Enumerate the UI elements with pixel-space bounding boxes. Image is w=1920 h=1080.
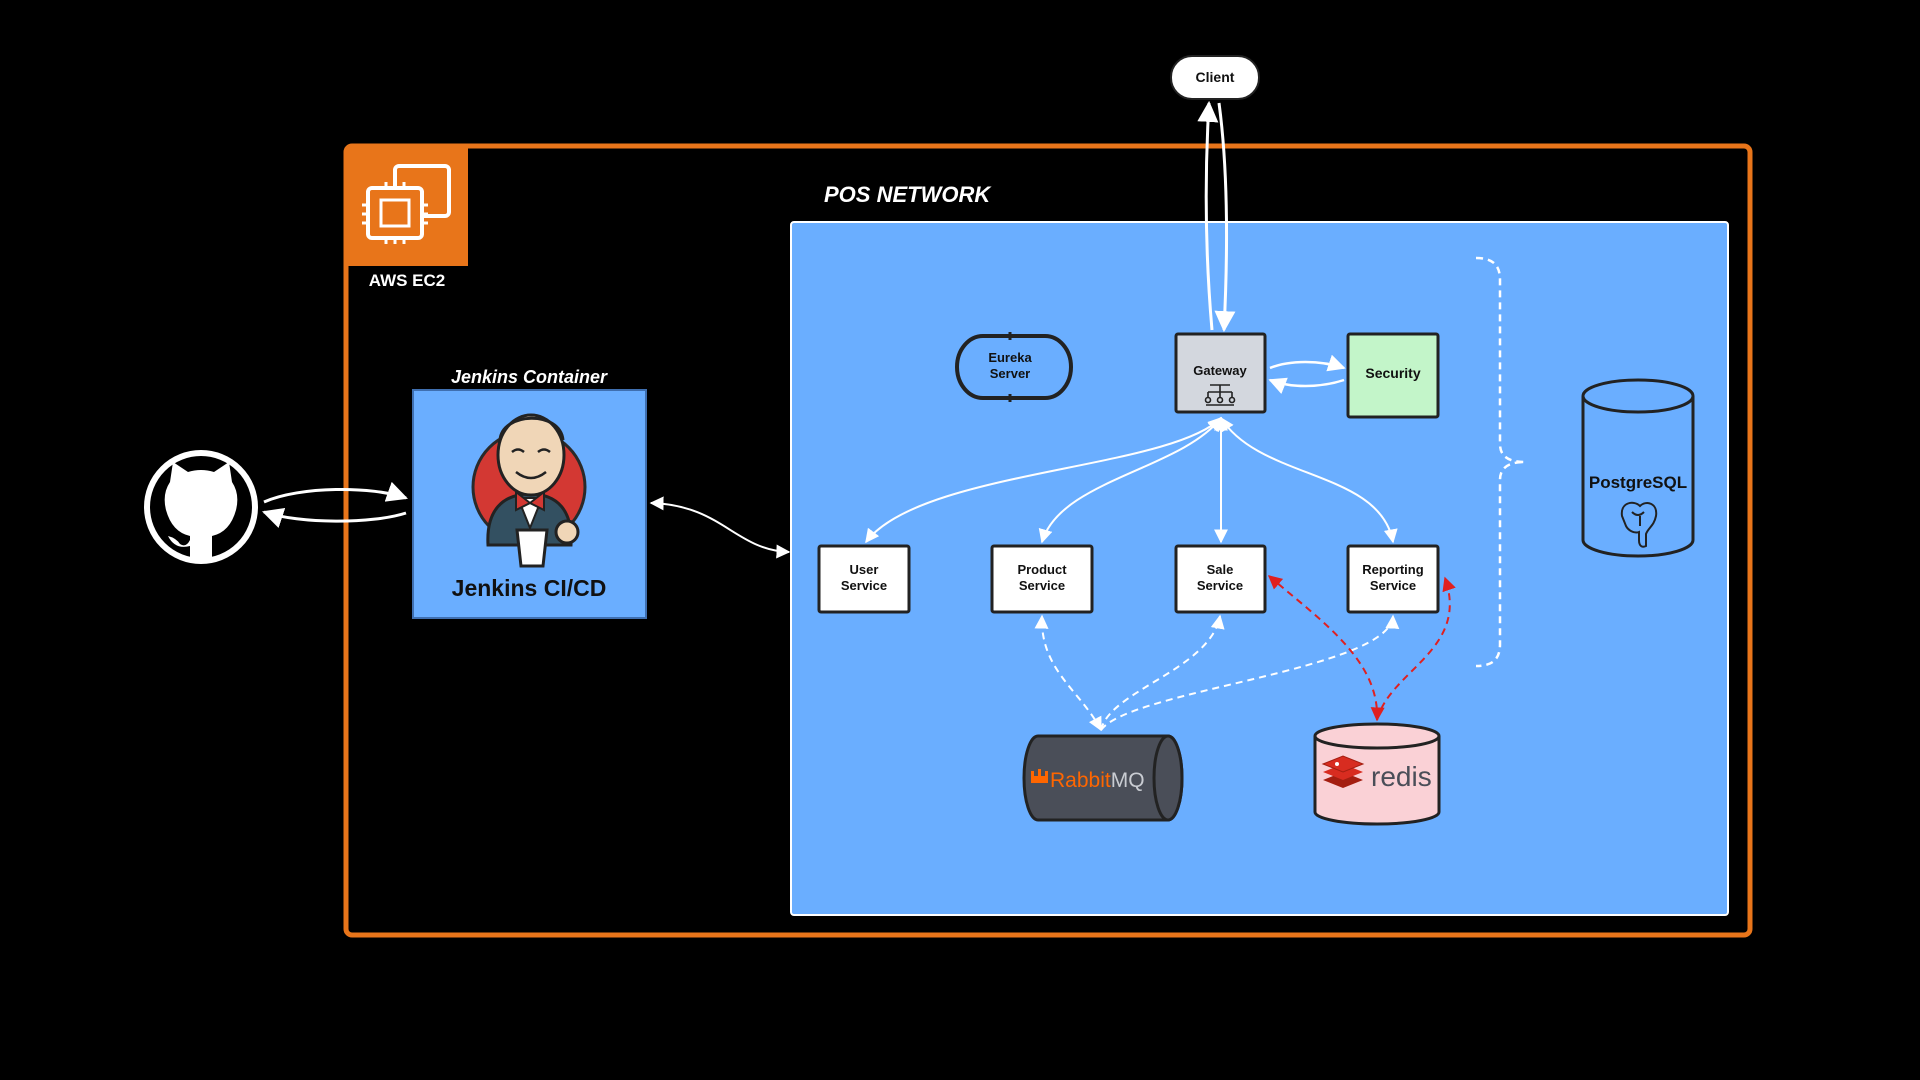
- client-node[interactable]: [1170, 55, 1260, 100]
- rabbitmq-label-a: Rabbit: [1050, 769, 1111, 792]
- reporting-service-node[interactable]: Reporting Service: [1346, 544, 1440, 614]
- eureka-label-line2: Server: [990, 366, 1030, 381]
- rabbitmq-queue[interactable]: [1022, 734, 1184, 822]
- github-jenkins-sync-arrows: [262, 481, 408, 528]
- aws-ec2-frame: [343, 143, 1753, 938]
- postgresql-database[interactable]: [1581, 378, 1695, 558]
- jenkins-network-arrow: [649, 496, 791, 559]
- rabbitmq-label: RabbitMQ: [1050, 769, 1145, 792]
- user-service-line1: User: [850, 562, 879, 577]
- sale-service-line2: Service: [1197, 578, 1243, 593]
- sale-service-line1: Sale: [1207, 562, 1234, 577]
- postgresql-label: PostgreSQL: [1589, 473, 1687, 492]
- gateway-node[interactable]: [1174, 332, 1267, 414]
- product-service-line2: Service: [1019, 578, 1065, 593]
- aws-ec2-label: AWS EC2: [369, 271, 446, 290]
- jenkins-butler-icon: [471, 413, 587, 568]
- eureka-label-line1: Eureka: [988, 350, 1032, 365]
- jenkins-container-title: Jenkins Container: [451, 367, 608, 387]
- user-service-line2: Service: [841, 578, 887, 593]
- reporting-service-line1: Reporting: [1362, 562, 1423, 577]
- product-service-node[interactable]: Product Service: [990, 544, 1094, 614]
- redis-service-arrows: [1267, 575, 1456, 722]
- security-to-gateway-arrow: [1268, 377, 1345, 394]
- gateway-network-icon: [1204, 384, 1236, 406]
- gateway-to-client-arrow: [1197, 100, 1219, 331]
- security-label: Security: [1365, 365, 1420, 381]
- github-octocat-icon[interactable]: [144, 450, 258, 564]
- product-service-line1: Product: [1017, 562, 1067, 577]
- database-group-brace: [1475, 256, 1526, 668]
- redis-logo-icon: [1321, 755, 1365, 788]
- pos-network-title: POS NETWORK: [824, 182, 992, 207]
- postgresql-elephant-icon: [1620, 501, 1658, 548]
- user-service-node[interactable]: User Service: [817, 544, 911, 614]
- rabbitmq-logo-icon: [1031, 769, 1048, 783]
- reporting-service-line2: Service: [1370, 578, 1416, 593]
- gateway-to-security-arrow: [1269, 354, 1346, 372]
- client-to-gateway-arrow: [1214, 102, 1236, 333]
- redis-label: redis: [1371, 761, 1432, 792]
- aws-ec2-icon: [348, 148, 468, 266]
- gateway-service-arrows: [865, 416, 1398, 544]
- rabbitmq-label-b: MQ: [1111, 769, 1145, 792]
- client-label: Client: [1196, 69, 1235, 85]
- jenkins-label: Jenkins CI/CD: [452, 575, 607, 601]
- rabbitmq-service-arrows: [1034, 614, 1400, 732]
- sale-service-node[interactable]: Sale Service: [1174, 544, 1267, 614]
- gateway-label: Gateway: [1193, 363, 1247, 378]
- eureka-server-node[interactable]: [955, 334, 1073, 400]
